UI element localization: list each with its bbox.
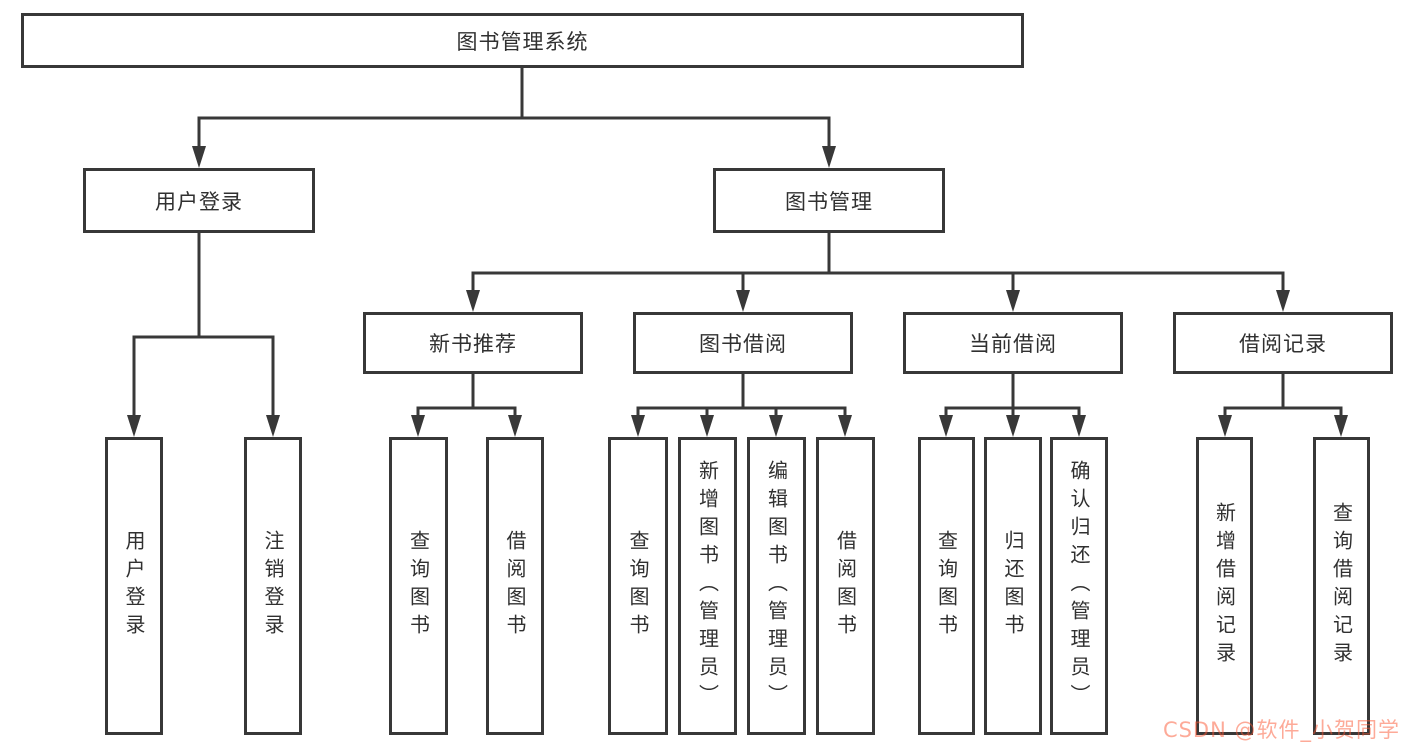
leaf-query-books-new: 查询图书 [389, 437, 448, 735]
arrowhead [939, 415, 953, 437]
arrowhead [631, 415, 645, 437]
arrowhead [1072, 415, 1086, 437]
leaf-user-login: 用户登录 [105, 437, 163, 735]
leaf-add-books-admin: 新增图书（管理员） [678, 437, 737, 735]
connector-management-to-sections [466, 231, 1290, 312]
leaf-return-books: 归还图书 [984, 437, 1042, 735]
node-user-login-branch: 用户登录 [83, 168, 315, 233]
node-book-management: 图书管理 [713, 168, 945, 233]
arrowhead [1334, 415, 1348, 437]
node-book-borrowing: 图书借阅 [633, 312, 853, 374]
arrowhead [736, 290, 750, 312]
leaf-borrow-books: 借阅图书 [816, 437, 875, 735]
arrowhead [508, 415, 522, 437]
leaf-confirm-return-admin: 确认归还（管理员） [1050, 437, 1108, 735]
arrowhead [411, 415, 425, 437]
leaf-query-books-current: 查询图书 [918, 437, 975, 735]
node-new-book-recommend: 新书推荐 [363, 312, 583, 374]
arrowhead [192, 146, 206, 168]
leaf-query-borrow-record: 查询借阅记录 [1313, 437, 1370, 735]
arrowhead [769, 415, 783, 437]
connector-root-to-branches [192, 66, 836, 168]
arrowhead [822, 146, 836, 168]
arrowhead [1276, 290, 1290, 312]
node-borrowing-records: 借阅记录 [1173, 312, 1393, 374]
arrowhead [700, 415, 714, 437]
leaf-edit-books-admin: 编辑图书（管理员） [747, 437, 806, 735]
arrowhead [1218, 415, 1232, 437]
arrowhead [266, 415, 280, 437]
arrowhead [1006, 415, 1020, 437]
connector-records-to-leaves [1218, 372, 1348, 437]
leaf-logout-login: 注销登录 [244, 437, 302, 735]
arrowhead [466, 290, 480, 312]
node-current-borrowing: 当前借阅 [903, 312, 1123, 374]
leaf-borrow-books-new: 借阅图书 [486, 437, 544, 735]
connector-borrowing-to-leaves [631, 372, 852, 437]
connector-login-to-leaves [127, 231, 280, 437]
arrowhead [127, 415, 141, 437]
leaf-query-books-borrow: 查询图书 [608, 437, 668, 735]
connector-newbooks-to-leaves [411, 372, 522, 437]
connector-current-to-leaves [939, 372, 1086, 437]
arrowhead [1006, 290, 1020, 312]
csdn-watermark: CSDN @软件_小贺同学 [1162, 718, 1400, 742]
leaf-add-borrow-record: 新增借阅记录 [1196, 437, 1253, 735]
arrowhead [838, 415, 852, 437]
node-root: 图书管理系统 [21, 13, 1024, 68]
